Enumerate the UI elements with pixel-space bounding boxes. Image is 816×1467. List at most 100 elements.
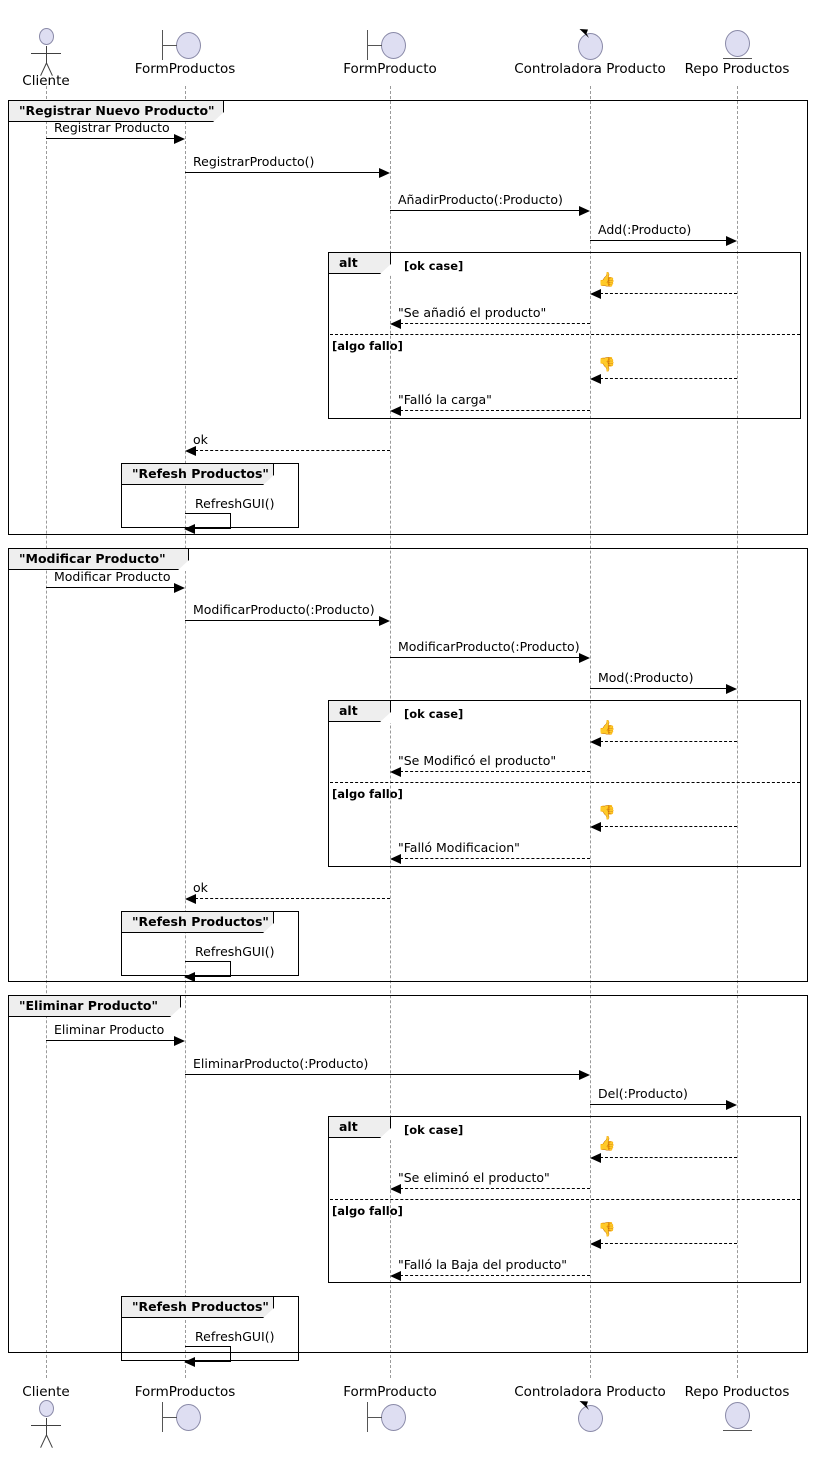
arrow-head <box>590 373 601 384</box>
message-label: AñadirProducto(:Producto) <box>398 192 563 207</box>
message-line <box>46 138 175 139</box>
arrow-head <box>174 133 185 144</box>
alt-guard-condition-1: [ok case] <box>404 259 464 273</box>
actor-stick-figure-icon <box>27 28 65 76</box>
participant-repo-productos: Repo Productos <box>652 28 816 77</box>
arrow-head <box>185 893 196 904</box>
arrow-head <box>390 766 401 777</box>
message-line <box>600 826 737 827</box>
message-line <box>195 450 390 451</box>
alt-divider <box>329 1199 800 1200</box>
lifeline-repo-productos <box>737 86 738 1378</box>
entity-icon <box>713 28 761 62</box>
message-line <box>600 378 737 379</box>
refresh-fragment: "Refesh Productos" <box>121 463 299 528</box>
boundary-icon <box>161 28 209 62</box>
message-line <box>590 240 727 241</box>
participant-label: FormProductos <box>134 1384 236 1400</box>
alt-divider <box>329 782 800 783</box>
arrow-head <box>379 615 390 626</box>
fragment-label: "Refesh Productos" <box>122 464 274 486</box>
message-line <box>400 858 590 859</box>
arrow-head <box>579 205 590 216</box>
message-line <box>390 210 580 211</box>
control-arrow-icon <box>579 29 589 38</box>
message-label: Mod(:Producto) <box>598 670 694 685</box>
refresh-fragment: "Refesh Productos" <box>121 911 299 976</box>
lifeline-formproducto <box>390 86 391 1378</box>
arrow-head <box>390 853 401 864</box>
arrow-head <box>579 652 590 663</box>
message-label: ok <box>193 880 208 895</box>
control-icon <box>566 1400 614 1434</box>
message-label: Eliminar Producto <box>54 1022 165 1037</box>
message-line <box>590 1104 727 1105</box>
arrow-head <box>590 288 601 299</box>
arrow-head <box>185 445 196 456</box>
fragment--registrar-nuevo-producto-: "Registrar Nuevo Producto" <box>8 100 808 535</box>
participant-formproducto: FormProducto <box>305 28 475 77</box>
participant-repo-productos: Repo Productos <box>652 1385 816 1434</box>
self-message-loop <box>185 513 231 529</box>
participant-formproducto: FormProducto <box>305 1385 475 1434</box>
arrow-head <box>726 1099 737 1110</box>
alt-guard-condition-2: [algo fallo] <box>332 339 403 353</box>
alt-guard-condition-2: [algo fallo] <box>332 1204 403 1218</box>
arrow-head <box>590 736 601 747</box>
message-label: "Se Modificó el producto" <box>398 753 557 768</box>
fragment-label: "Registrar Nuevo Producto" <box>9 101 224 123</box>
message-line <box>390 657 580 658</box>
alt-guard-condition-2: [algo fallo] <box>332 787 403 801</box>
fragment-label: alt <box>329 701 391 723</box>
participant-formproductos: FormProductos <box>100 28 270 77</box>
actor-leg-right <box>46 1434 53 1448</box>
message-line <box>185 1074 580 1075</box>
message-line <box>46 587 175 588</box>
fragment-label: alt <box>329 1117 391 1139</box>
arrow-head <box>390 1183 401 1194</box>
message-label: "Falló la Baja del producto" <box>398 1257 568 1272</box>
arrow-head <box>379 167 390 178</box>
entity-icon <box>713 1400 761 1434</box>
boundary-stem <box>162 45 177 46</box>
message-line <box>400 323 590 324</box>
participant-label: Cliente <box>22 73 70 89</box>
fragment-label: alt <box>329 253 391 275</box>
boundary-stem <box>162 1417 177 1418</box>
message-line <box>600 741 737 742</box>
fragment-label: "Eliminar Producto" <box>9 996 181 1018</box>
icon-circle <box>381 1404 406 1431</box>
arrow-head <box>579 1069 590 1080</box>
control-icon <box>566 28 614 62</box>
self-message-label: RefreshGUI() <box>195 496 275 511</box>
self-message-loop <box>185 1346 231 1362</box>
entity-underline <box>723 58 752 59</box>
participant-label: FormProducto <box>343 1384 437 1400</box>
message-emoji-label: 👍 <box>598 272 616 288</box>
actor-arms <box>31 53 61 54</box>
actor-leg-right <box>46 62 53 76</box>
arrow-head <box>390 405 401 416</box>
message-emoji-label: 👍 <box>598 720 616 736</box>
actor-arms <box>31 1425 61 1426</box>
boundary-stem <box>367 1417 382 1418</box>
alt-divider <box>329 334 800 335</box>
self-message-arrow-head <box>184 524 195 534</box>
message-line <box>400 410 590 411</box>
participant-label: Controladora Producto <box>514 1384 666 1400</box>
message-label: "Se eliminó el producto" <box>398 1170 550 1185</box>
control-arrow-icon <box>579 1401 589 1410</box>
arrow-head <box>390 1270 401 1281</box>
boundary-icon <box>366 28 414 62</box>
alt-fragment: alt <box>328 252 801 419</box>
self-message-arrow-head <box>184 1357 195 1367</box>
boundary-icon <box>366 1400 414 1434</box>
refresh-fragment: "Refesh Productos" <box>121 1296 299 1361</box>
participant-label: Controladora Producto <box>514 61 666 77</box>
participant-formproductos: FormProductos <box>100 1385 270 1434</box>
icon-circle <box>578 33 603 60</box>
arrow-head <box>590 1238 601 1249</box>
message-line <box>195 898 390 899</box>
fragment--modificar-producto-: "Modificar Producto" <box>8 548 808 982</box>
